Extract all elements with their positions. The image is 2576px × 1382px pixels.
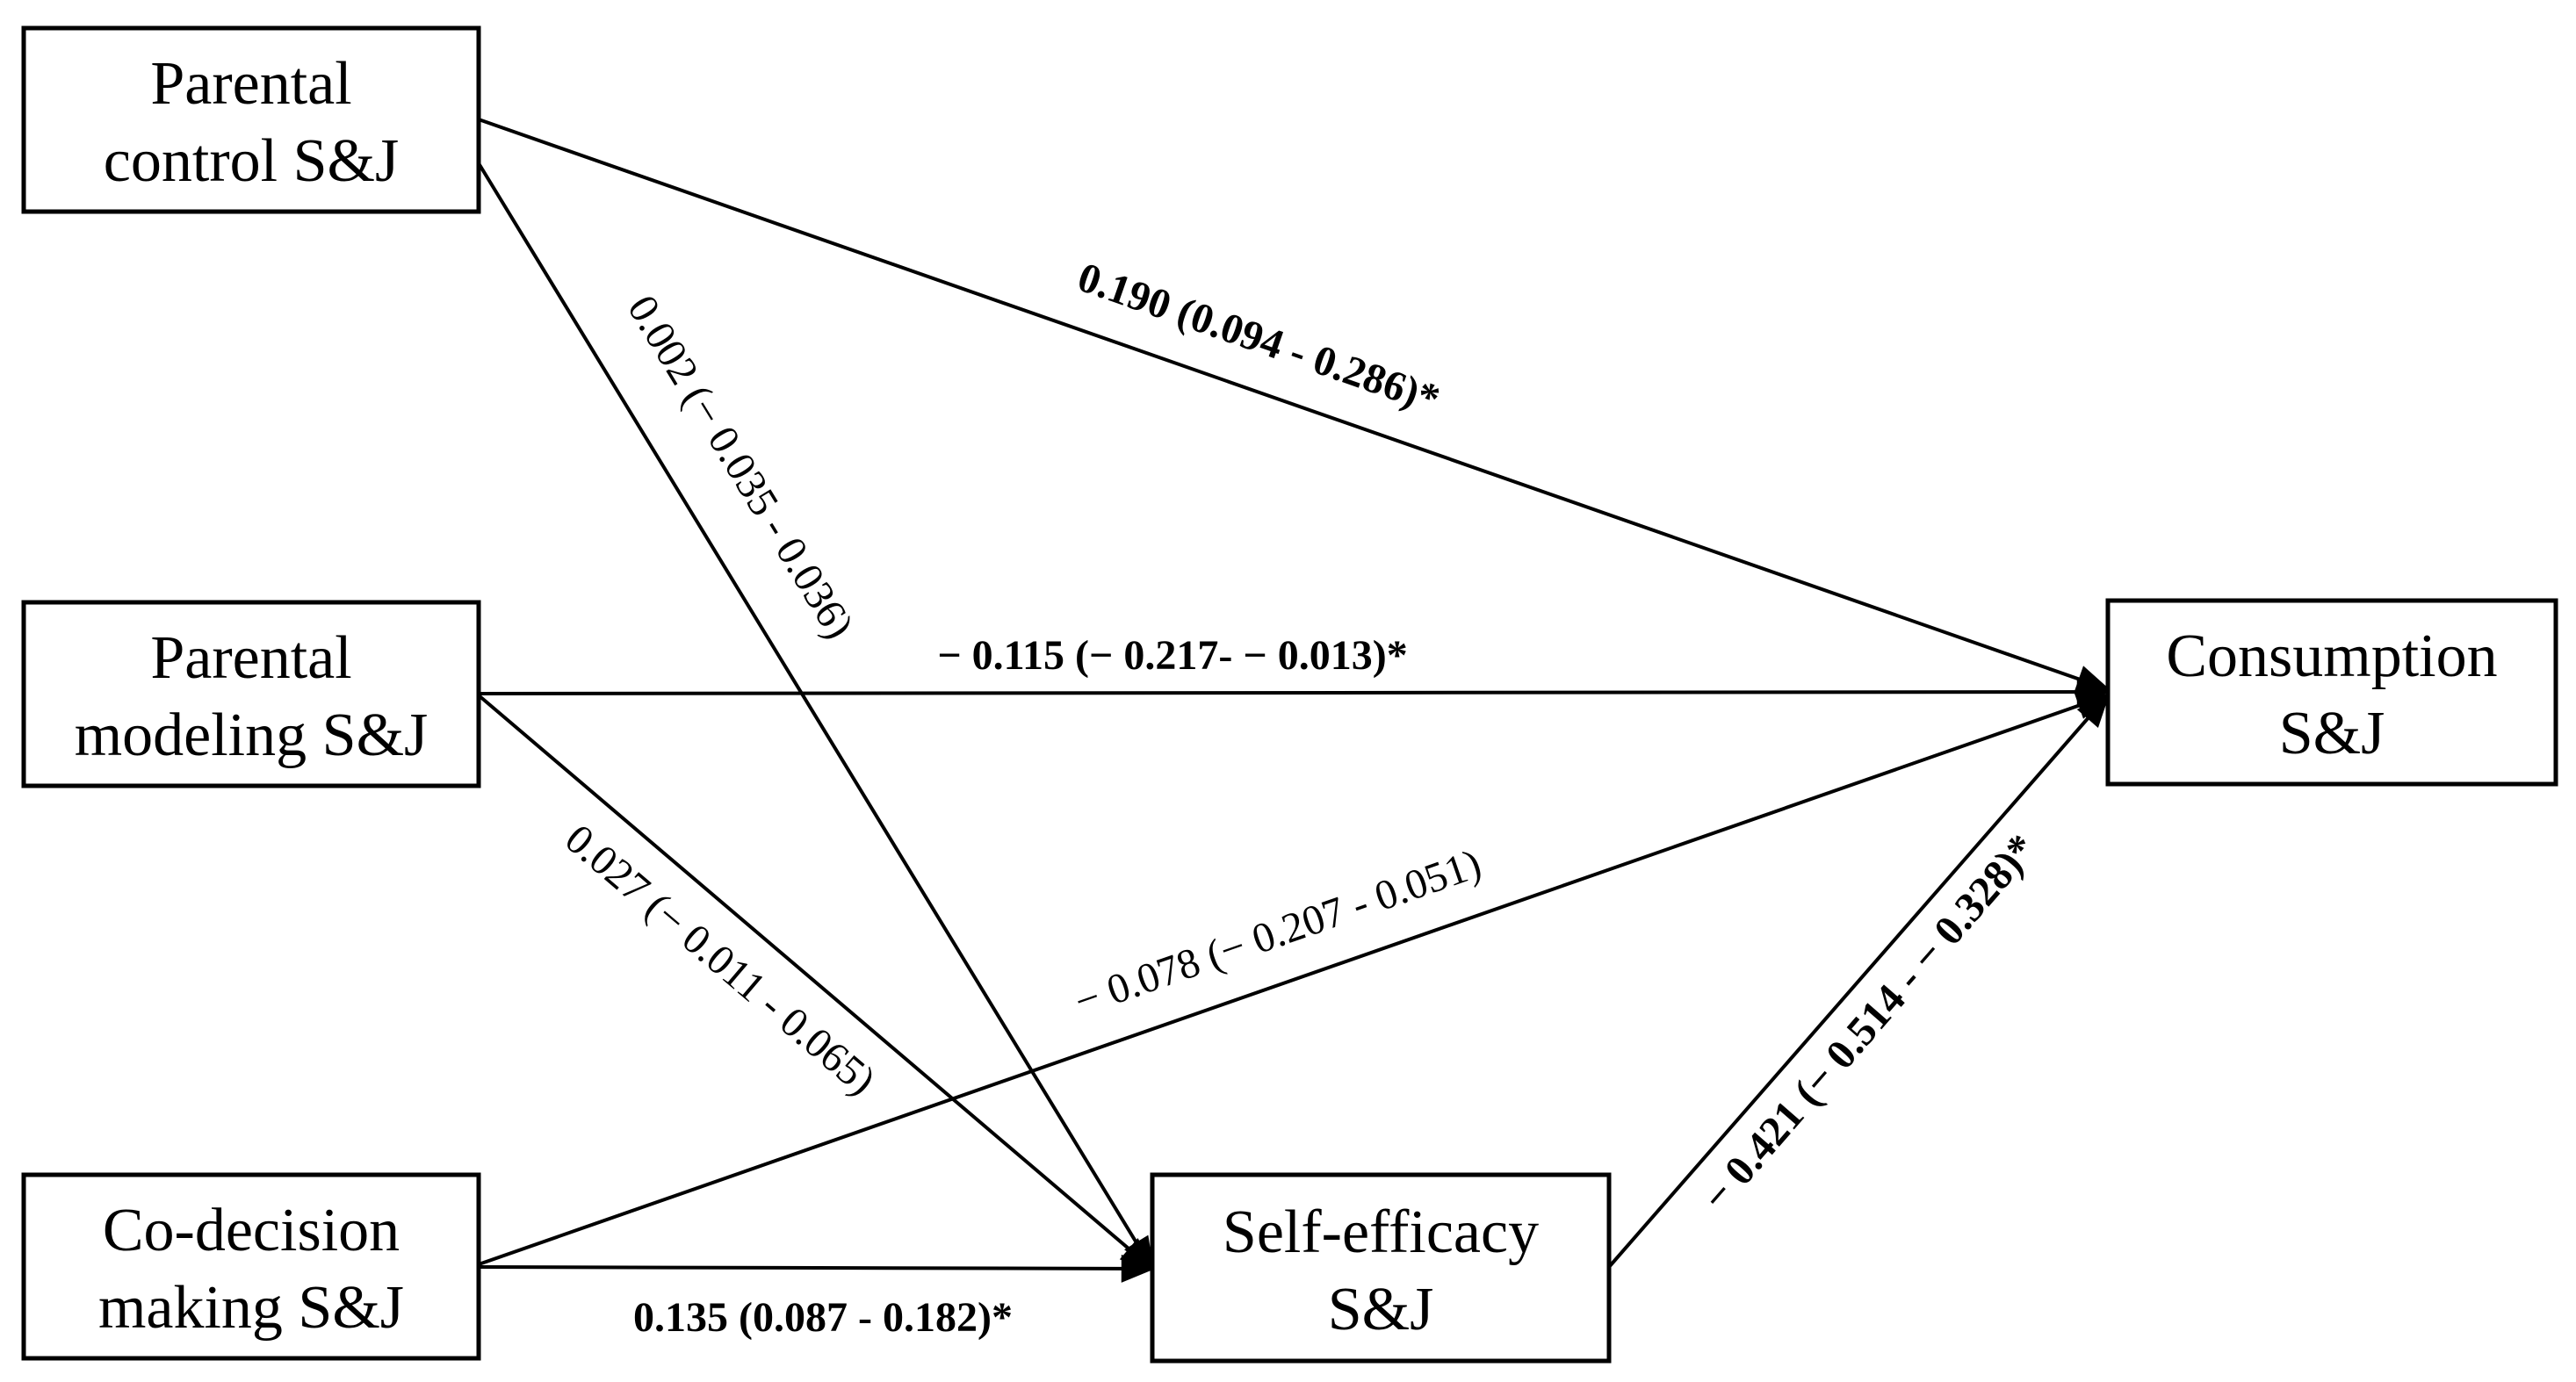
node-self-efficacy: Self-efficacy S&J <box>1150 1172 1612 1364</box>
node-consumption-line1: Consumption <box>2166 623 2497 690</box>
coef-control-to-consumption: 0.190 (0.094 - 0.286)* <box>1072 254 1446 423</box>
path-control-to-selfefficacy <box>477 162 1154 1271</box>
node-parental-modeling: Parental modeling S&J <box>21 600 481 788</box>
node-self-efficacy-line1: Self-efficacy <box>1223 1198 1539 1266</box>
node-consumption-line2: S&J <box>2279 700 2385 767</box>
coef-selfefficacy-to-consumption: − 0.421 (− 0.514 - − 0.328)* <box>1693 825 2046 1220</box>
node-parental-control-line1: Parental <box>150 50 351 118</box>
node-parental-control: Parental control S&J <box>21 25 481 214</box>
path-modeling-to-selfefficacy <box>477 694 1155 1271</box>
path-codecision-to-consumption <box>478 692 2111 1266</box>
path-control-to-consumption <box>478 118 2111 693</box>
path-modeling-to-consumption <box>478 678 2111 707</box>
coef-modeling-to-consumption: − 0.115 (− 0.217- − 0.013)* <box>937 632 1407 679</box>
coef-modeling-to-selfefficacy: 0.027 (− 0.011 - 0.065) <box>556 816 884 1105</box>
path-codecision-to-selfefficacy <box>478 1254 1156 1283</box>
node-co-decision-line2: making S&J <box>98 1274 404 1342</box>
node-co-decision-making: Co-decision making S&J <box>21 1172 481 1361</box>
node-parental-control-line2: control S&J <box>104 127 399 195</box>
coef-codecision-to-selfefficacy: 0.135 (0.087 - 0.182)* <box>633 1294 1013 1341</box>
node-parental-modeling-line2: modeling S&J <box>75 702 429 769</box>
node-parental-modeling-line1: Parental <box>150 624 351 692</box>
node-consumption: Consumption S&J <box>2105 598 2558 787</box>
path-selfefficacy-to-consumption <box>1607 693 2111 1269</box>
node-self-efficacy-line2: S&J <box>1328 1276 1434 1343</box>
node-co-decision-line1: Co-decision <box>103 1197 400 1264</box>
